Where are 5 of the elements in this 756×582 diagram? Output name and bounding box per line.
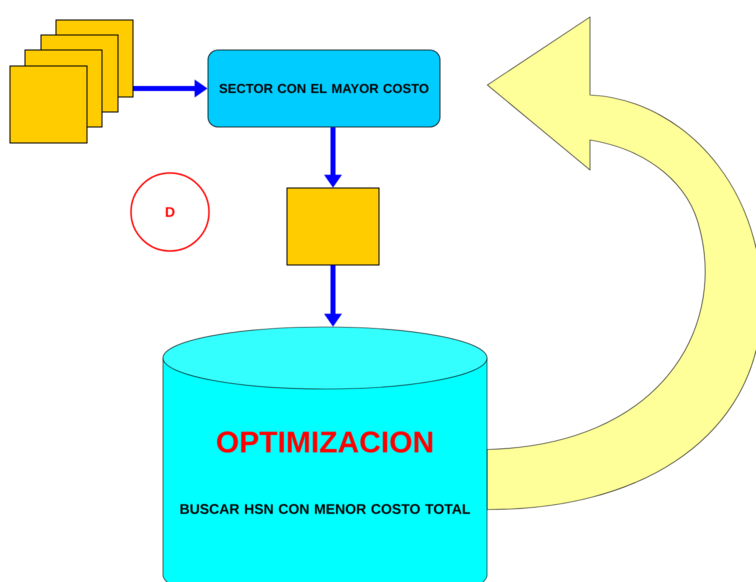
cylinder: OPTIMIZACION BUSCAR HSN CON MENOR COSTO TOTAL — [162, 326, 488, 582]
curved-arrow — [486, 16, 756, 510]
stacked-boxes-drawing — [10, 20, 134, 144]
square-box — [286, 188, 380, 266]
process-box: SECTOR CON EL MAYOR COSTO — [208, 50, 440, 128]
